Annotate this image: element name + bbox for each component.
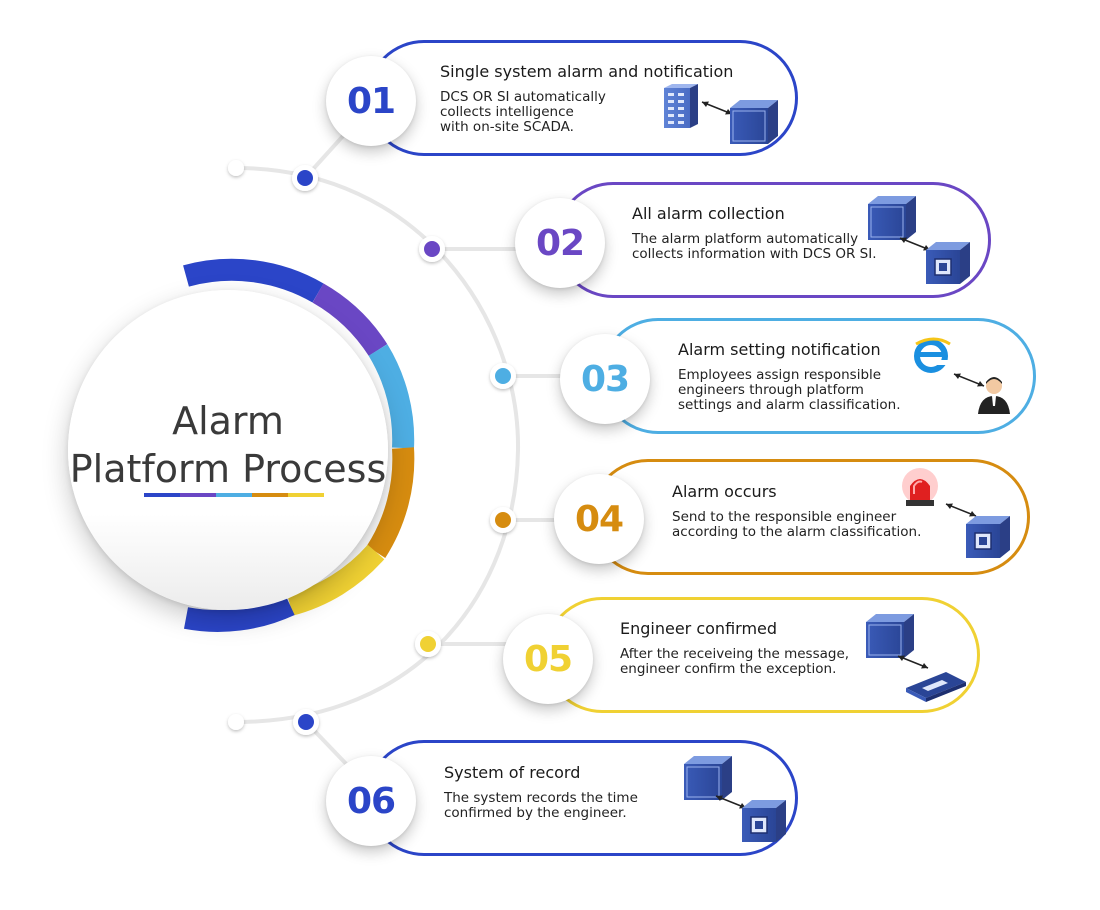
step-title-06: System of record — [444, 763, 581, 782]
step-desc-03: Employees assign responsible engineers t… — [678, 367, 901, 413]
connector-arc — [234, 166, 521, 724]
arrow-icon — [897, 654, 929, 670]
step-text-01: Single system alarm and notification DCS… — [440, 62, 733, 135]
step-card-04 — [590, 459, 1030, 575]
step-desc-01: DCS OR SI automatically collects intelli… — [440, 89, 606, 135]
node-dot-06 — [293, 709, 319, 735]
step-number-01: 01 — [326, 56, 416, 146]
node-dot-05 — [415, 631, 441, 657]
node-dot-02 — [419, 236, 445, 262]
step-card-01 — [366, 40, 798, 156]
step-text-06: System of record The system records the … — [444, 763, 638, 821]
step-title-01: Single system alarm and notification — [440, 62, 734, 81]
node-dot-01 — [292, 165, 318, 191]
computer-case-icon — [865, 613, 915, 659]
engineer-person-icon — [978, 377, 1010, 414]
main-title-line2: Platform Process — [69, 447, 387, 491]
step-text-02: All alarm collection The alarm platform … — [632, 204, 877, 262]
computer-case-icon — [729, 99, 779, 145]
ring-segment-02 — [312, 283, 388, 357]
arrow-icon — [701, 100, 733, 116]
step-title-04: Alarm occurs — [672, 482, 777, 501]
step-desc-05: After the receiveing the message, engine… — [620, 646, 850, 677]
step-number-06: 06 — [326, 756, 416, 846]
step-text-05: Engineer confirmed After the receiveing … — [620, 619, 849, 677]
connector-end-dot-bottom — [228, 714, 244, 730]
node-dot-03 — [490, 363, 516, 389]
step-text-03: Alarm setting notification Employees ass… — [678, 340, 900, 413]
browser-logo-icon — [914, 337, 951, 373]
computer-case-icon — [965, 515, 1011, 559]
computer-case-icon — [925, 241, 971, 285]
computer-case-icon — [867, 195, 917, 241]
main-circle — [68, 290, 388, 610]
step-desc-02: The alarm platform automatically collect… — [632, 231, 877, 262]
main-title-line1: Alarm — [172, 399, 284, 443]
step-card-02 — [555, 182, 991, 298]
step-title-05: Engineer confirmed — [620, 619, 778, 638]
step-title-02: All alarm collection — [632, 204, 785, 223]
step-number-02: 02 — [515, 198, 605, 288]
step-title-03: Alarm setting notification — [678, 340, 881, 359]
color-legend-bar — [144, 493, 324, 497]
step-number-05: 05 — [503, 614, 593, 704]
step-number-04: 04 — [554, 474, 644, 564]
step-desc-06: The system records the time confirmed by… — [444, 790, 638, 821]
arrow-icon — [945, 502, 977, 518]
arrow-icon — [899, 236, 931, 252]
progress-ring — [183, 258, 415, 632]
step-card-03 — [600, 318, 1036, 434]
arrow-icon — [953, 372, 985, 388]
server-rack-icon — [664, 84, 698, 128]
computer-case-icon — [741, 799, 787, 843]
computer-case-icon — [683, 755, 733, 801]
ring-segment-06 — [183, 594, 295, 632]
ring-segment-01 — [183, 258, 324, 303]
ring-segment-05 — [287, 544, 385, 616]
ring-segment-03 — [368, 344, 415, 449]
step-text-04: Alarm occurs Send to the responsible eng… — [672, 482, 921, 540]
step-desc-04: Send to the responsible engineer accordi… — [672, 509, 922, 540]
step-number-03: 03 — [560, 334, 650, 424]
connector-end-dot-top — [228, 160, 244, 176]
pager-device-icon — [906, 672, 966, 702]
red-siren-icon — [902, 468, 938, 506]
node-dot-04 — [490, 507, 516, 533]
arrow-icon — [715, 794, 747, 810]
ring-segment-04 — [366, 447, 415, 558]
